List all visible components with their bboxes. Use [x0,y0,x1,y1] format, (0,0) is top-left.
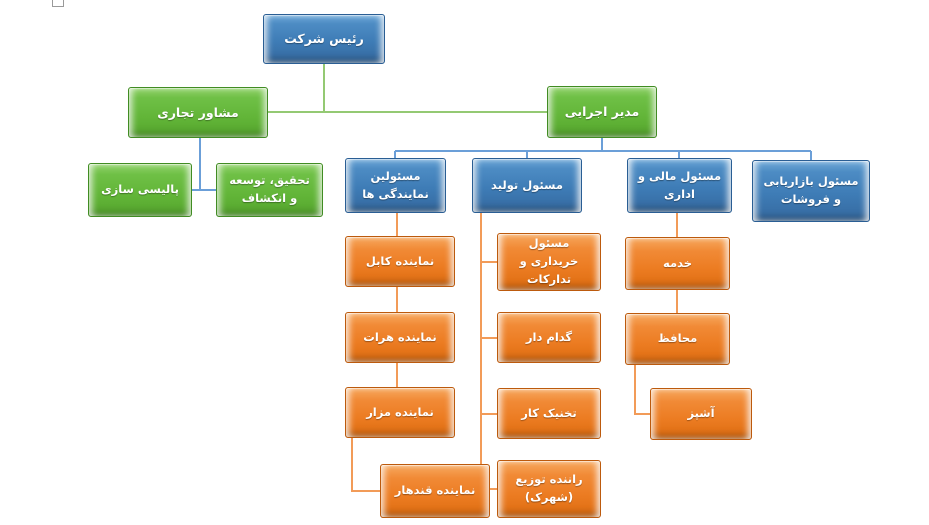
org-node-kandahar[interactable]: نماینده قندهار [380,464,490,518]
org-node-warehouse[interactable]: گدام دار [497,312,601,363]
edge-guard-cook [634,365,650,415]
selection-handle-icon [52,0,64,7]
org-node-rnd[interactable]: تحقیق، توسعه و انکشاف [216,163,323,217]
org-node-marketing[interactable]: مسئول بازاریابی و فروشات [752,160,870,222]
org-node-exec[interactable]: مدیر اجرایی [547,86,657,138]
org-node-herat[interactable]: نماینده هرات [345,312,455,363]
org-node-cook[interactable]: آشپز [650,388,752,440]
edge-mazar-kandahar [351,438,380,492]
org-node-staff[interactable]: خدمه [625,237,730,290]
org-node-procurement[interactable]: مسئول خریداری و تدارکات [497,233,601,291]
org-node-policy[interactable]: پالیسی سازی [88,163,192,217]
org-node-reps[interactable]: مسئولین نمایندگی ها [345,158,446,213]
org-node-mazar[interactable]: نماینده مزار [345,387,455,438]
org-node-driver[interactable]: راننده توزیع (شهرک) [497,460,601,518]
org-node-technician[interactable]: تخنیک کار [497,388,601,439]
org-node-finance[interactable]: مسئول مالی و اداری [627,158,732,213]
org-node-kabul[interactable]: نماینده کابل [345,236,455,287]
org-node-guard[interactable]: محافظ [625,313,730,365]
org-node-advisor[interactable]: مشاور تجاری [128,87,268,138]
org-node-production[interactable]: مسئول تولید [472,158,582,213]
org-node-ceo[interactable]: رئيس شرکت [263,14,385,64]
